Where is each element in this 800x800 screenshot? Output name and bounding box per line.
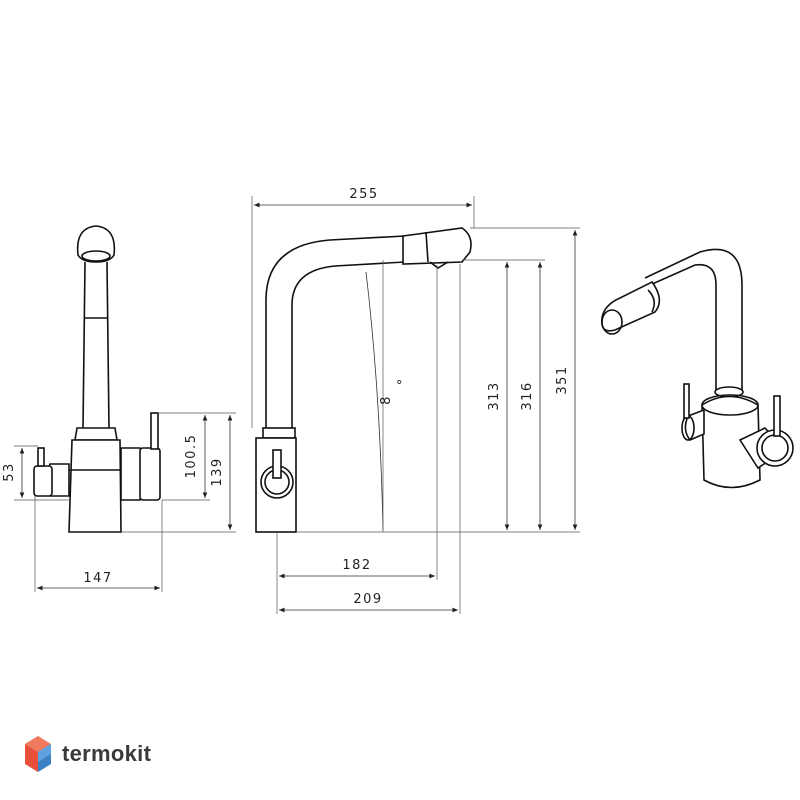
perspective-view: [600, 248, 794, 489]
side-view: 255 182 209 8 ° 313 316 351: [251, 187, 580, 614]
dim-53: 53: [2, 462, 17, 482]
hexagon-cube-icon: [25, 736, 51, 772]
dim-182: 182: [342, 558, 371, 573]
brand-logo: termokit: [24, 735, 151, 773]
front-view: 147 53 100.5 139: [2, 225, 236, 592]
brand-name: termokit: [62, 741, 152, 766]
dim-209: 209: [353, 592, 382, 607]
dim-351: 351: [555, 365, 570, 394]
dim-147: 147: [83, 571, 112, 586]
dim-313: 313: [487, 381, 502, 410]
dim-316: 316: [520, 381, 535, 410]
dim-100-5: 100.5: [184, 434, 199, 479]
degree-symbol: °: [396, 379, 404, 394]
dim-angle: 8: [379, 395, 394, 405]
dim-139: 139: [210, 457, 225, 486]
dim-255: 255: [349, 187, 378, 202]
